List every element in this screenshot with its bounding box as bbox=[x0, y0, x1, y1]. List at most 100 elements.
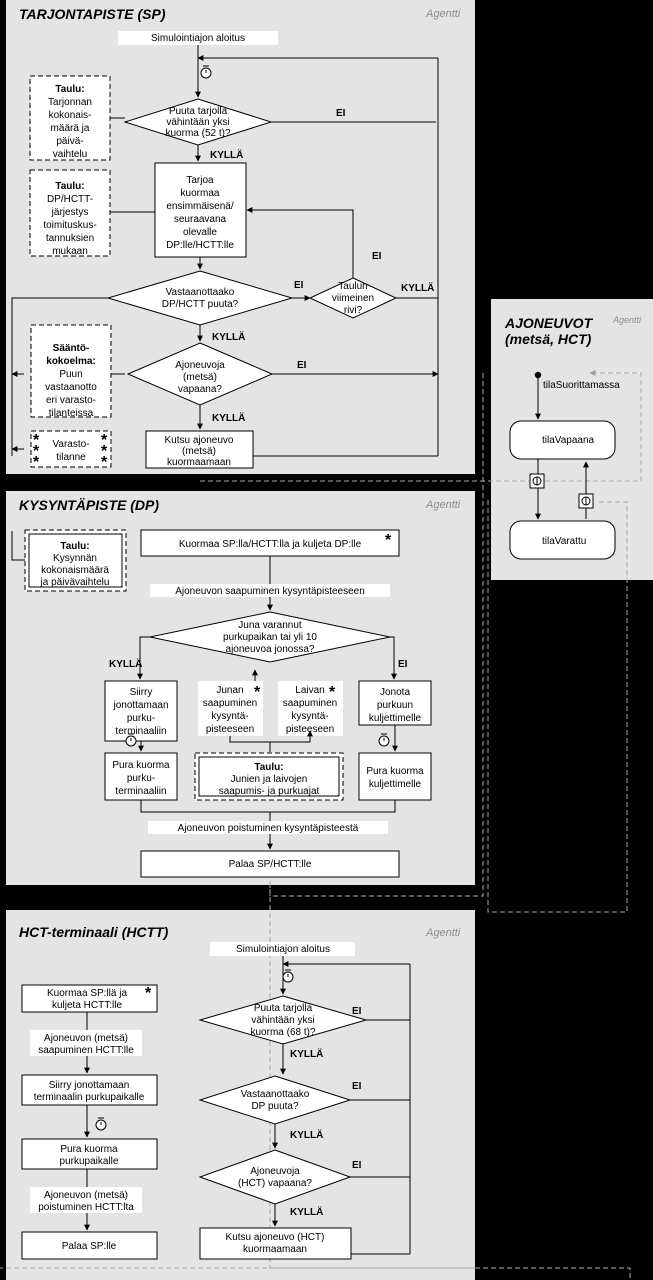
dp-decision-queue bbox=[149, 611, 391, 663]
timer-icon bbox=[125, 733, 137, 747]
svg-text:olevalle: olevalle bbox=[183, 227, 217, 238]
svg-text:Ajoneuvon (metsä): Ajoneuvon (metsä) bbox=[44, 1033, 128, 1044]
svg-text:pisteeseen: pisteeseen bbox=[206, 724, 254, 735]
svg-text:päivä-: päivä- bbox=[56, 136, 83, 147]
svg-text:*: * bbox=[33, 443, 40, 460]
svg-text:vähintään yksi: vähintään yksi bbox=[166, 117, 229, 128]
vehicle-statechart: tilaSuorittamassa tilaVapaana tilaVaratt… bbox=[509, 371, 620, 560]
svg-text:Junien ja laivojen: Junien ja laivojen bbox=[231, 774, 308, 785]
sp-decision-accept bbox=[106, 270, 294, 326]
svg-text:Taulu:: Taulu: bbox=[55, 181, 84, 192]
svg-text:Pura kuorma: Pura kuorma bbox=[366, 766, 424, 777]
svg-text:EI: EI bbox=[352, 1006, 362, 1017]
timer-icon bbox=[378, 733, 390, 747]
hct-agent-label: Agentti bbox=[426, 927, 461, 939]
svg-text:KYLLÄ: KYLLÄ bbox=[212, 330, 245, 343]
state-free bbox=[509, 420, 616, 460]
sp-title: TARJONTAPISTE (SP) bbox=[19, 6, 166, 22]
svg-text:Kuormaa SP:llä ja: Kuormaa SP:llä ja bbox=[47, 988, 127, 999]
state-performing-label: tilaSuorittamassa bbox=[543, 380, 620, 391]
sp-call-vehicle-box bbox=[145, 430, 254, 469]
svg-text:kuljettimelle: kuljettimelle bbox=[369, 779, 422, 790]
svg-text:kuljettimelle: kuljettimelle bbox=[369, 713, 422, 724]
svg-text:(metsä): (metsä) bbox=[183, 372, 217, 383]
svg-text:Kutsu ajoneuvo (HCT): Kutsu ajoneuvo (HCT) bbox=[226, 1232, 325, 1243]
svg-text:Pura kuorma: Pura kuorma bbox=[60, 1144, 118, 1155]
svg-text:Tarjoa: Tarjoa bbox=[186, 175, 214, 186]
svg-text:määrä ja: määrä ja bbox=[51, 123, 90, 134]
svg-text:seuraavana: seuraavana bbox=[174, 214, 227, 225]
svg-text:KYLLÄ: KYLLÄ bbox=[212, 411, 245, 424]
svg-text:(HCT) vapaana?: (HCT) vapaana? bbox=[238, 1178, 312, 1189]
hct-unload-box bbox=[21, 1138, 158, 1170]
svg-text:Puuta tarjolla: Puuta tarjolla bbox=[254, 1003, 313, 1014]
svg-text:kysyntä-: kysyntä- bbox=[291, 711, 328, 722]
svg-text:Ajoneuvon (metsä): Ajoneuvon (metsä) bbox=[44, 1190, 128, 1201]
svg-text:*: * bbox=[101, 432, 108, 449]
svg-text:*: * bbox=[101, 443, 108, 460]
vehicle-agent-label: Agentti bbox=[613, 315, 642, 325]
vehicle-connectors bbox=[0, 370, 642, 1280]
svg-text:Ajoneuvon poistuminen kysyntäp: Ajoneuvon poistuminen kysyntäpisteestä bbox=[178, 823, 359, 834]
svg-text:terminaaliin: terminaaliin bbox=[115, 786, 166, 797]
svg-text:*: * bbox=[329, 684, 336, 701]
svg-text:vähintään yksi: vähintään yksi bbox=[251, 1015, 314, 1026]
svg-text:Puuta tarjolla: Puuta tarjolla bbox=[169, 106, 228, 117]
hct-load-box bbox=[21, 984, 158, 1013]
svg-text:kuormaamaan: kuormaamaan bbox=[243, 1244, 307, 1255]
svg-text:Jonota: Jonota bbox=[380, 687, 410, 698]
svg-text:tilanteissa: tilanteissa bbox=[49, 408, 94, 419]
svg-text:Ajoneuvon saapuminen kysyntäpi: Ajoneuvon saapuminen kysyntäpisteeseen bbox=[175, 586, 365, 597]
sp-offer-box bbox=[154, 162, 247, 258]
svg-text:Varasto-: Varasto- bbox=[52, 439, 89, 450]
svg-text:KYLLÄ: KYLLÄ bbox=[401, 281, 434, 294]
dp-departure-box bbox=[148, 821, 388, 834]
svg-text:purku-: purku- bbox=[127, 773, 155, 784]
svg-text:terminaaliin: terminaaliin bbox=[115, 726, 166, 737]
svg-text:Palaa SP/HCTT:lle: Palaa SP/HCTT:lle bbox=[229, 859, 312, 870]
svg-text:purkupaikan tai yli 10: purkupaikan tai yli 10 bbox=[223, 632, 317, 643]
sp-table-supply bbox=[29, 75, 111, 161]
svg-text:KYLLÄ: KYLLÄ bbox=[210, 148, 243, 161]
svg-text:purkuun: purkuun bbox=[377, 700, 413, 711]
dp-table-demand bbox=[24, 529, 127, 592]
hct-start-box bbox=[210, 942, 355, 956]
svg-text:*: * bbox=[145, 985, 152, 1002]
sp-agent-label: Agentti bbox=[426, 8, 461, 20]
svg-text:Vastaanottaako: Vastaanottaako bbox=[241, 1089, 310, 1100]
svg-text:toimituskus-: toimituskus- bbox=[43, 220, 96, 231]
svg-text:kuorma (68 t)?: kuorma (68 t)? bbox=[250, 1027, 315, 1038]
sp-storage-box bbox=[30, 430, 112, 468]
hct-arrival-box bbox=[30, 1030, 142, 1056]
hct-queue-box bbox=[21, 1074, 158, 1106]
sp-flow: Simulointiajon aloitus Puuta tarjolla vä… bbox=[11, 31, 439, 471]
svg-text:KYLLÄ: KYLLÄ bbox=[290, 1205, 323, 1218]
svg-text:Juna varannut: Juna varannut bbox=[238, 620, 302, 631]
svg-text:poistuminen HCTT:lta: poistuminen HCTT:lta bbox=[38, 1202, 134, 1213]
svg-text:kokonais-: kokonais- bbox=[49, 110, 92, 121]
statechart-initial-dot bbox=[534, 371, 542, 379]
svg-text:tilaVarattu: tilaVarattu bbox=[542, 536, 586, 547]
dp-queue-conveyor-box bbox=[358, 680, 432, 726]
svg-text:Simulointiajon aloitus: Simulointiajon aloitus bbox=[151, 33, 245, 44]
svg-text:EI: EI bbox=[398, 659, 408, 670]
svg-text:Puun: Puun bbox=[59, 369, 82, 380]
svg-text:ensimmäisenä/: ensimmäisenä/ bbox=[166, 201, 233, 212]
svg-text:jonottamaan: jonottamaan bbox=[112, 700, 168, 711]
svg-text:DP:lle/HCTT:lle: DP:lle/HCTT:lle bbox=[166, 240, 234, 251]
svg-text:Pura kuorma: Pura kuorma bbox=[112, 760, 170, 771]
svg-text:*: * bbox=[385, 532, 392, 549]
dp-train-arrival-box bbox=[198, 681, 263, 736]
svg-text:Palaa SP:lle: Palaa SP:lle bbox=[62, 1241, 117, 1252]
svg-text:EI: EI bbox=[372, 251, 382, 262]
svg-text:*: * bbox=[254, 684, 261, 701]
svg-text:Junan: Junan bbox=[216, 685, 243, 696]
hct-departure-box bbox=[30, 1187, 142, 1213]
svg-text:terminaalin purkupaikalle: terminaalin purkupaikalle bbox=[34, 1092, 145, 1103]
svg-text:EI: EI bbox=[352, 1160, 362, 1171]
svg-text:vapaana?: vapaana? bbox=[178, 384, 222, 395]
svg-text:KYLLÄ: KYLLÄ bbox=[109, 657, 142, 670]
sp-decision-last-row bbox=[308, 277, 398, 319]
svg-text:EI: EI bbox=[352, 1081, 362, 1092]
state-reserved bbox=[509, 520, 616, 560]
